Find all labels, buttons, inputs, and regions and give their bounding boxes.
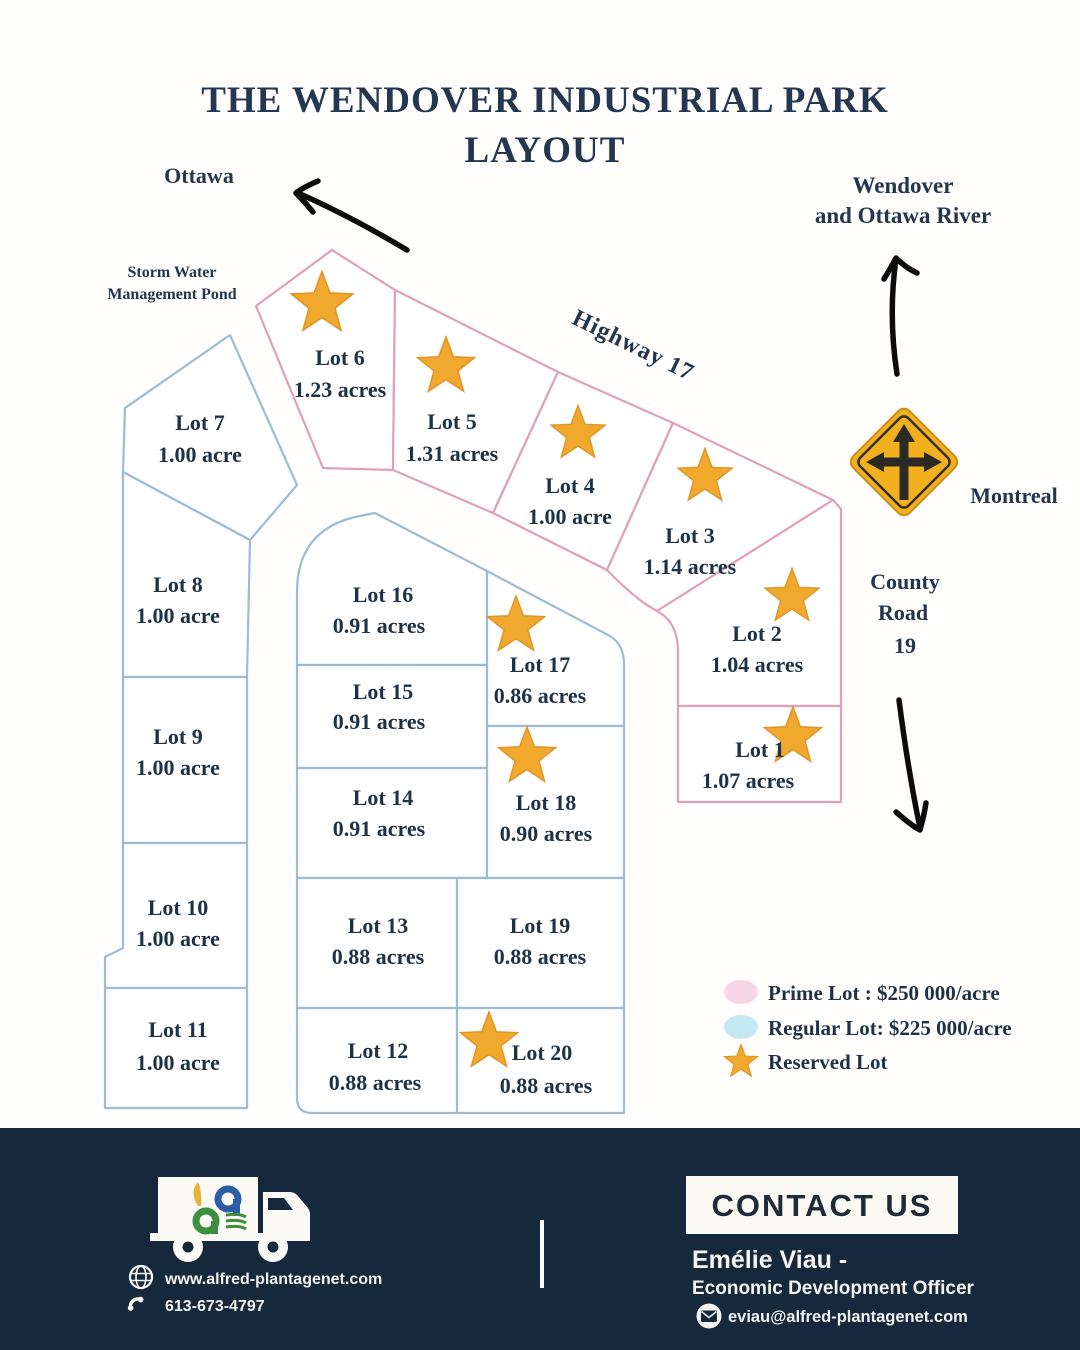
lot-9-area: 1.00 acre xyxy=(136,755,220,780)
municipality-logo xyxy=(192,1182,247,1235)
lot-6-area: 1.23 acres xyxy=(294,377,387,402)
prime-lot-swatch xyxy=(724,980,758,1004)
county-road-label-line2: Road xyxy=(878,600,928,625)
lot-18-name: Lot 18 xyxy=(516,790,577,815)
lot-16-area: 0.91 acres xyxy=(333,613,426,638)
contact-us-box xyxy=(686,1176,958,1234)
lot-19-area: 0.88 acres xyxy=(494,944,587,969)
regular-lot-swatch xyxy=(724,1015,758,1039)
contact-us-heading: CONTACT US xyxy=(712,1188,933,1223)
contact-role: Economic Development Officer xyxy=(692,1278,975,1299)
lot-8-name: Lot 8 xyxy=(153,572,203,597)
lot-5-name: Lot 5 xyxy=(427,409,477,434)
logo-wheat xyxy=(193,1182,202,1206)
phone-number: 613-673-4797 xyxy=(165,1298,265,1315)
logo-leaf-lines xyxy=(225,1212,247,1231)
lot-6-name: Lot 6 xyxy=(315,345,365,370)
wendover-label-line2: and Ottawa River xyxy=(815,203,991,228)
lot-3-area: 1.14 acres xyxy=(644,554,737,579)
wendover-label: Wendover xyxy=(853,173,954,198)
truck-chassis xyxy=(150,1233,310,1241)
lot-12-name: Lot 12 xyxy=(348,1038,409,1063)
lot-16-name: Lot 16 xyxy=(353,582,414,607)
footer-divider xyxy=(540,1220,544,1288)
lot-17-name: Lot 17 xyxy=(510,652,571,677)
lot-7-area: 1.00 acre xyxy=(158,442,242,467)
regular-lots-outlines xyxy=(103,333,626,1115)
lot-15-name: Lot 15 xyxy=(353,679,414,704)
page-title: THE WENDOVER INDUSTRIAL PARK xyxy=(201,80,889,121)
crossroads-sign-icon xyxy=(849,407,959,517)
phone-row: 613-673-4797 xyxy=(127,1296,265,1315)
lot-1-area: 1.07 acres xyxy=(702,768,795,793)
lot-13-area: 0.88 acres xyxy=(332,944,425,969)
lot-12-area: 0.88 acres xyxy=(329,1070,422,1095)
lot-12-parcel xyxy=(295,1006,459,1115)
prime-lots-outlines xyxy=(254,248,843,804)
lot-19-parcel xyxy=(455,876,626,1010)
contact-block: CONTACT US Emélie Viau - Economic Develo… xyxy=(686,1176,975,1329)
page-title-line2: LAYOUT xyxy=(465,130,626,171)
ottawa-label: Ottawa xyxy=(164,163,234,188)
lot-15-area: 0.91 acres xyxy=(333,709,426,734)
lot-5-area: 1.31 acres xyxy=(406,441,499,466)
legend-prime-label: Prime Lot : $250 000/acre xyxy=(768,981,1000,1005)
lot-10-area: 1.00 acre xyxy=(136,926,220,951)
lot-1-name: Lot 1 xyxy=(735,737,785,762)
lot-18-area: 0.90 acres xyxy=(500,821,593,846)
storm-pond-label: Storm Water xyxy=(127,264,216,281)
lot-6-parcel xyxy=(254,248,397,472)
contact-email[interactable]: eviau@alfred-plantagenet.com xyxy=(728,1308,968,1326)
lot-16-parcel xyxy=(295,511,489,667)
storm-pond-label-line2: Management Pond xyxy=(107,286,236,303)
lot-labels: Lot 1 1.07 acres Lot 2 1.04 acres Lot 3 … xyxy=(136,345,804,1098)
lot-4-area: 1.00 acre xyxy=(528,504,612,529)
lot-2-name: Lot 2 xyxy=(732,621,782,646)
website-link[interactable]: www.alfred-plantagenet.com xyxy=(164,1271,382,1288)
county-road-arrow-icon xyxy=(893,697,929,833)
lot-17-area: 0.86 acres xyxy=(494,683,587,708)
phone-icon xyxy=(127,1296,144,1311)
lot-13-name: Lot 13 xyxy=(348,913,409,938)
lot-20-name: Lot 20 xyxy=(512,1040,573,1065)
truck-window xyxy=(268,1198,293,1210)
lot-19-name: Lot 19 xyxy=(510,913,571,938)
lot-13-parcel xyxy=(295,876,459,1010)
globe-icon xyxy=(128,1264,154,1290)
legend-reserved-label: Reserved Lot xyxy=(768,1050,888,1074)
email-icon xyxy=(696,1303,722,1329)
county-road-label: County xyxy=(870,569,940,594)
lot-11-name: Lot 11 xyxy=(148,1017,207,1042)
lot-14-area: 0.91 acres xyxy=(333,816,426,841)
logo-p-stem xyxy=(233,1199,240,1216)
lot-10-name: Lot 10 xyxy=(148,895,209,920)
lot-20-area: 0.88 acres xyxy=(500,1073,593,1098)
montreal-label: Montreal xyxy=(970,483,1058,508)
wendover-arrow-icon xyxy=(881,255,920,377)
legend: Prime Lot : $250 000/acre Regular Lot: $… xyxy=(723,980,1012,1077)
county-road-label-line3: 19 xyxy=(894,633,916,658)
lot-2-parcel xyxy=(655,498,843,708)
lot-3-name: Lot 3 xyxy=(665,523,715,548)
truck-logo-icon xyxy=(150,1177,310,1262)
lot-7-name: Lot 7 xyxy=(175,410,225,435)
truck-front-hub xyxy=(267,1241,279,1253)
website-row: www.alfred-plantagenet.com xyxy=(128,1264,382,1290)
truck-rear-hub xyxy=(182,1241,194,1253)
lot-2-area: 1.04 acres xyxy=(711,652,804,677)
legend-regular-label: Regular Lot: $225 000/acre xyxy=(768,1016,1012,1040)
logo-a-tail xyxy=(211,1221,218,1234)
lot-9-name: Lot 9 xyxy=(153,724,203,749)
lot-4-name: Lot 4 xyxy=(545,473,595,498)
lot-11-parcel xyxy=(103,986,249,1110)
contact-name: Emélie Viau - xyxy=(692,1246,847,1274)
ottawa-arrow-icon xyxy=(293,178,410,253)
lot-14-name: Lot 14 xyxy=(353,785,414,810)
lot-8-area: 1.00 acre xyxy=(136,603,220,628)
lot-11-area: 1.00 acre xyxy=(136,1050,220,1075)
